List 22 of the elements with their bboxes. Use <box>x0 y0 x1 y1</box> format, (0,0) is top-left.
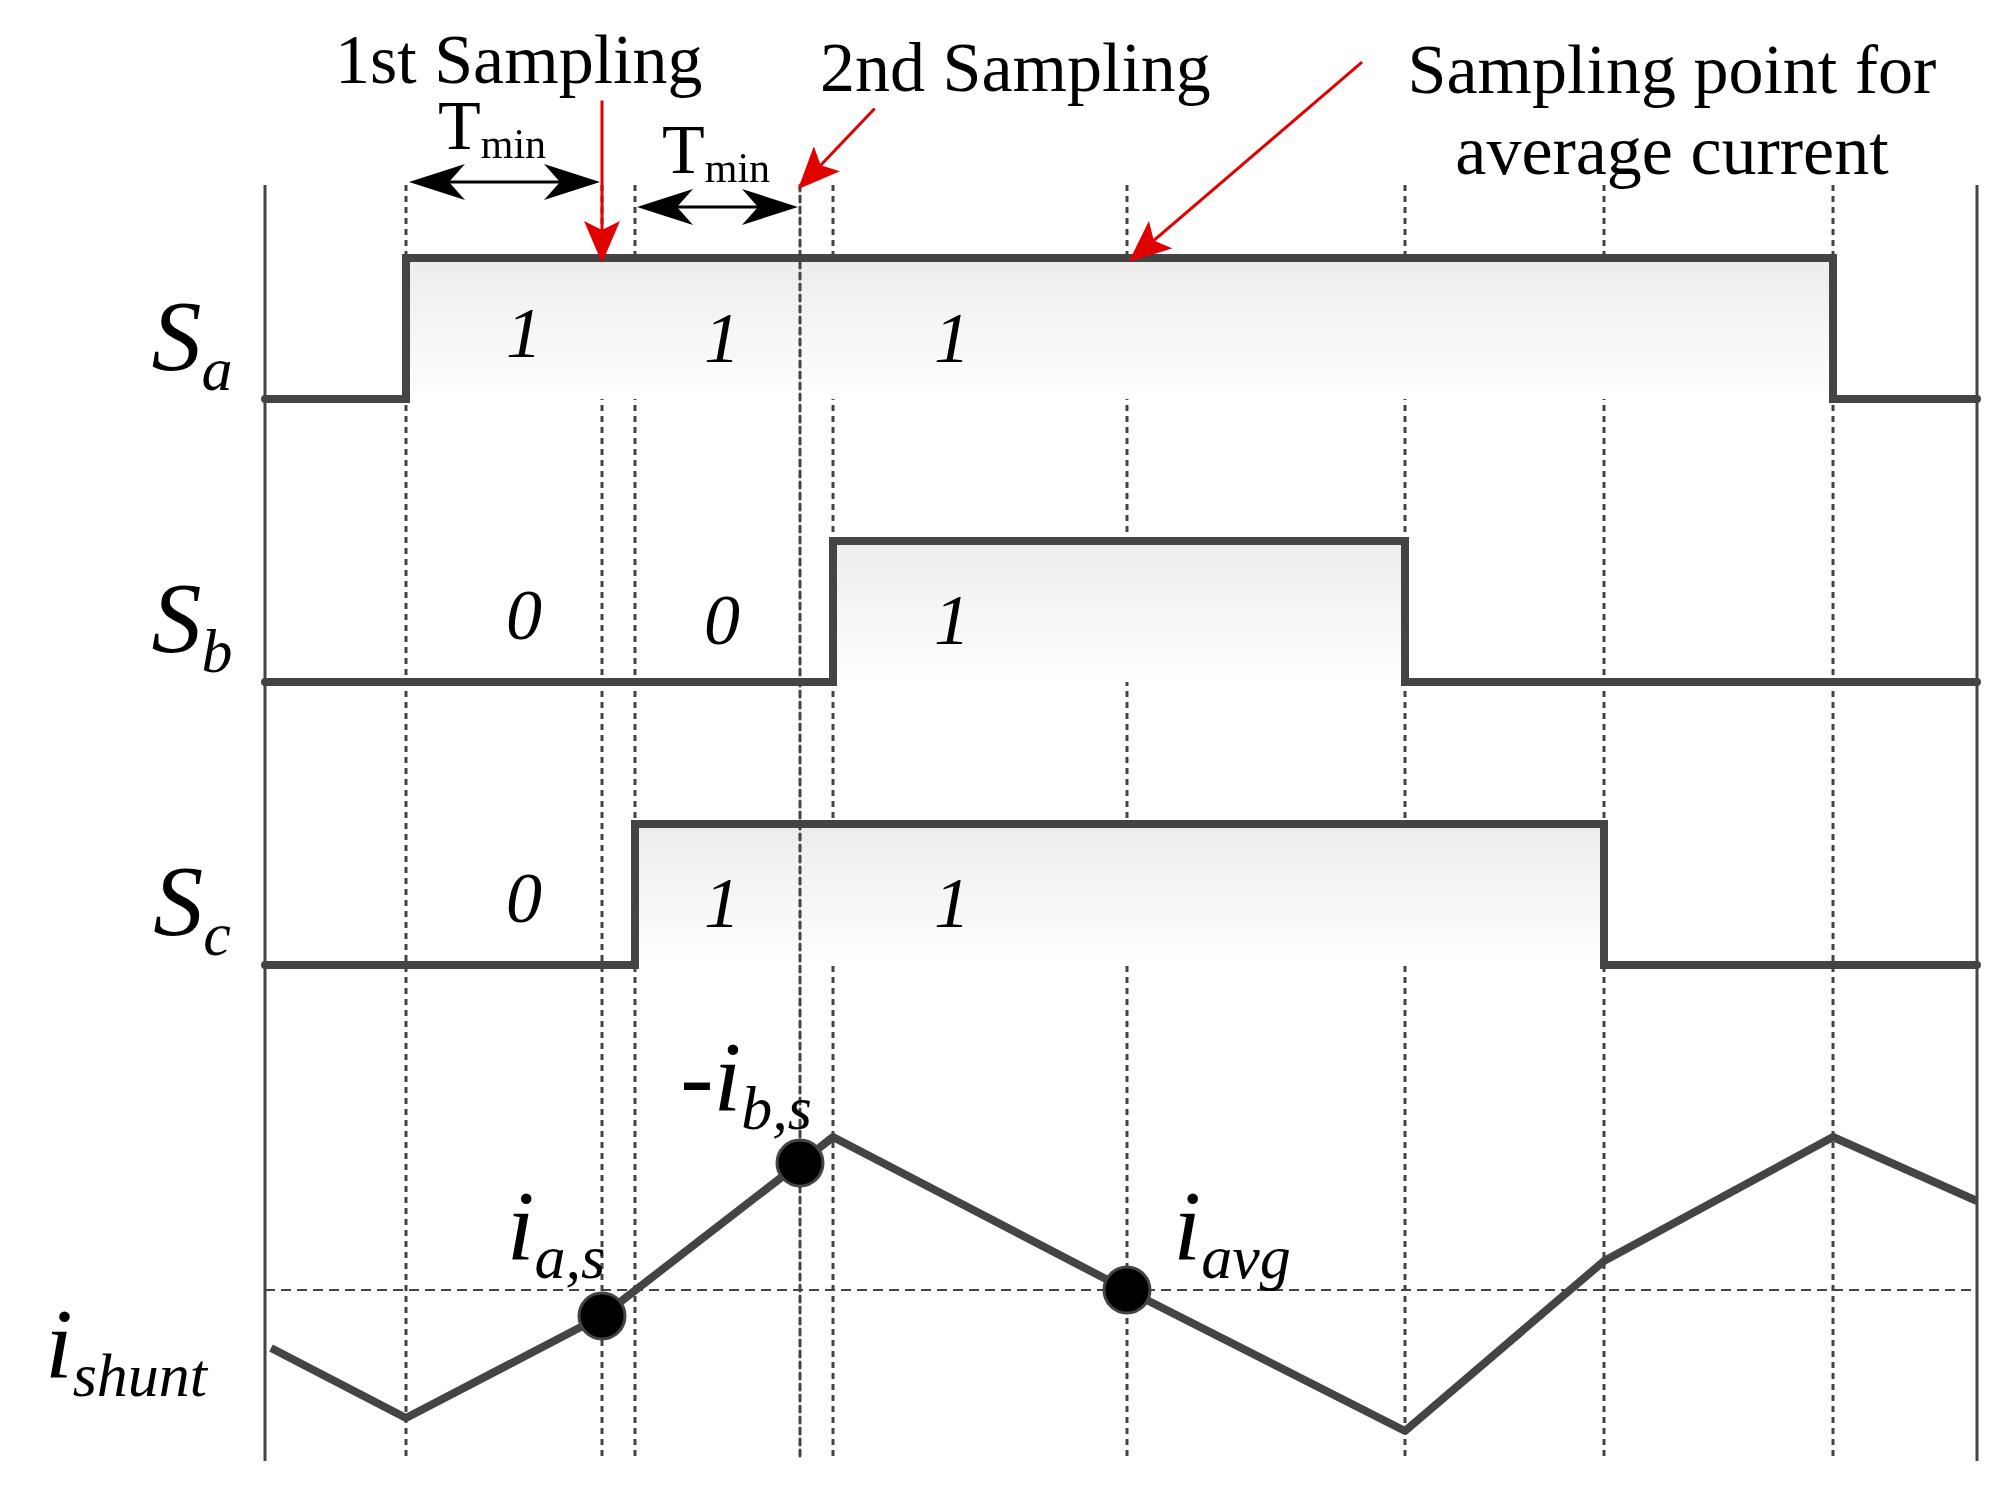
state-value: 0 <box>506 862 542 934</box>
time-label: T$_{min}$ <box>661 115 771 189</box>
state-value: 1 <box>506 297 542 369</box>
leader-arrow <box>584 100 620 263</box>
leader-arrow <box>797 107 876 190</box>
signal-name: S$_{c}$ <box>153 850 231 966</box>
signal-name: S$_{b}$ <box>151 567 233 683</box>
state-value: 1 <box>934 867 970 939</box>
state-value: 1 <box>934 584 970 656</box>
annotation-text: Sampling point for average current <box>1362 30 1982 191</box>
current-label: -i$_{b,s}$ <box>680 1027 812 1139</box>
state-value: 0 <box>506 579 542 651</box>
switching-waveform <box>261 254 1981 403</box>
signal-name: S$_{a}$ <box>151 285 233 401</box>
current-label: i$_{a,s}$ <box>506 1176 606 1288</box>
annotation-text: 2nd Sampling <box>820 28 1211 109</box>
state-value: 1 <box>704 302 740 374</box>
leader-arrow <box>1128 61 1363 262</box>
state-value: 1 <box>704 867 740 939</box>
state-value: 1 <box>934 302 970 374</box>
signal-name: i$_{shunt}$ <box>44 1294 208 1406</box>
state-value: 0 <box>704 584 740 656</box>
